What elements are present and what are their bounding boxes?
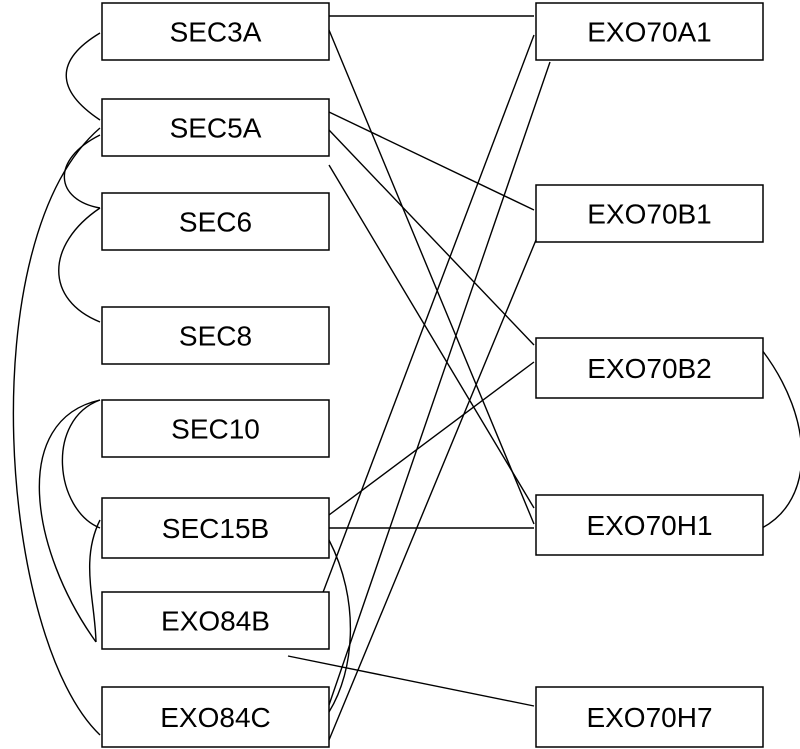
edge-sec15b-exo84b: [88, 519, 101, 643]
node-box: [535, 494, 764, 556]
node-label: EXO70B2: [587, 353, 712, 384]
node-label: EXO70A1: [587, 17, 712, 48]
edges-layer: [12, 15, 800, 741]
node-sec10: SEC10: [101, 399, 330, 458]
node-label: EXO70H1: [586, 510, 712, 541]
node-label: SEC8: [179, 321, 252, 352]
edge-sec5a-exo84c: [12, 127, 101, 736]
node-box: [101, 2, 330, 61]
edge-sec10-sec15b: [61, 399, 101, 529]
edge-exo84b-exo70a1: [321, 34, 535, 596]
edge-sec3a-sec5a: [65, 32, 101, 121]
node-exo70h1: EXO70H1: [535, 494, 764, 556]
edge-sec5a-exo70h1: [328, 164, 535, 509]
node-label: EXO70H7: [586, 702, 712, 733]
node-box: [101, 306, 330, 365]
node-sec3a: SEC3A: [101, 2, 330, 61]
edge-exo84c-exo70a1: [328, 61, 551, 706]
node-exo70a1: EXO70A1: [535, 2, 764, 61]
edge-sec15b-exo84c: [328, 539, 352, 713]
node-sec15b: SEC15B: [101, 497, 330, 559]
node-exo84b: EXO84B: [101, 591, 330, 650]
node-label: SEC15B: [162, 513, 269, 544]
node-label: SEC3A: [170, 17, 262, 48]
node-exo70h7: EXO70H7: [535, 686, 764, 748]
edge-sec5a-exo70b1: [328, 111, 535, 211]
node-label: EXO84B: [161, 606, 270, 637]
edge-sec5a-sec6: [63, 134, 101, 209]
node-box: [101, 686, 330, 748]
node-box: [101, 98, 330, 157]
edge-sec6-sec8: [58, 207, 101, 323]
node-sec5a: SEC5A: [101, 98, 330, 157]
node-label: SEC10: [171, 414, 260, 445]
node-box: [101, 399, 330, 458]
edge-sec15b-exo70b2: [328, 361, 535, 516]
node-box: [535, 2, 764, 61]
edge-sec10-exo84b: [38, 399, 101, 643]
node-box: [535, 184, 764, 243]
node-box: [535, 686, 764, 748]
edge-exo84b-exo70h7: [287, 655, 535, 707]
node-sec6: SEC6: [101, 192, 330, 251]
node-exo70b2: EXO70B2: [535, 337, 764, 399]
node-exo70b1: EXO70B1: [535, 184, 764, 243]
edge-sec3a-exo70h1: [328, 29, 535, 525]
edge-sec5a-exo70b2: [328, 129, 535, 346]
node-label: SEC5A: [170, 113, 262, 144]
node-label: EXO70B1: [587, 199, 712, 230]
edge-exo84c-exo70b1: [328, 239, 537, 741]
node-exo84c: EXO84C: [101, 686, 330, 748]
node-box: [101, 591, 330, 650]
node-box: [101, 192, 330, 251]
node-label: EXO84C: [160, 702, 271, 733]
edge-exo70b2-exo70h1: [761, 349, 800, 529]
node-sec8: SEC8: [101, 306, 330, 365]
node-box: [101, 497, 330, 559]
node-box: [535, 337, 764, 399]
node-label: SEC6: [179, 207, 252, 238]
